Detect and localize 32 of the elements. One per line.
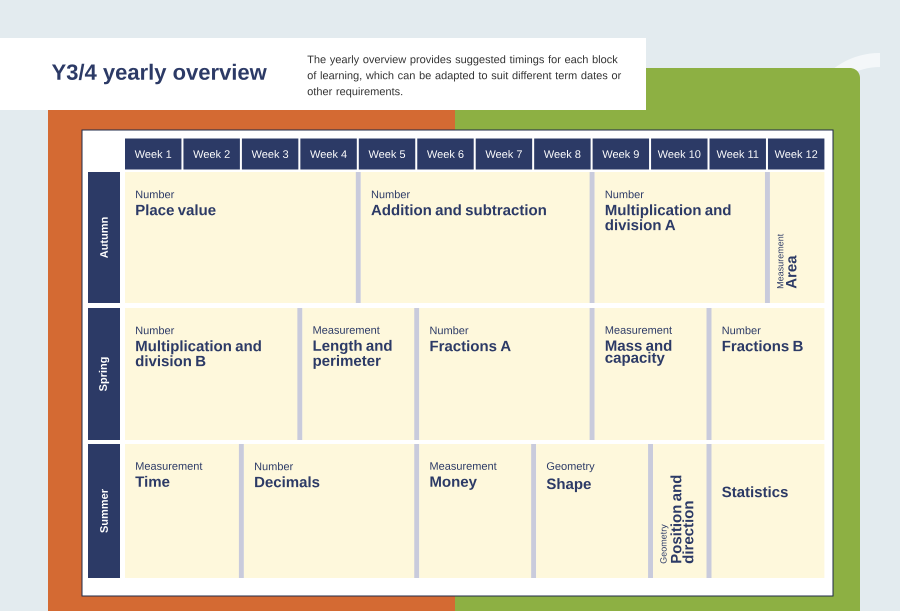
week-header: Week 2 [183, 138, 240, 170]
week-header: Week 9 [592, 138, 650, 170]
learning-block: Measurement Time [125, 444, 240, 578]
week-header: Week 6 [417, 138, 474, 170]
learning-block: Geometry Position and direction [648, 444, 708, 578]
learning-block: Number Fractions A [414, 308, 591, 440]
learning-block: Number Decimals [238, 444, 416, 578]
title: Y3/4 yearly overview [52, 64, 267, 84]
week-header: Week 3 [242, 138, 298, 170]
learning-block: Measurement Mass and capacity [590, 308, 708, 440]
term-label: Autumn [88, 172, 120, 303]
learning-block: Number Multiplication and division A [590, 172, 766, 303]
week-header: Week 7 [476, 138, 532, 170]
term-label: Spring [88, 308, 120, 440]
week-header: Week 10 [651, 138, 708, 170]
learning-block: Measurement Area [764, 172, 824, 303]
week-header: Week 1 [125, 138, 182, 170]
week-header: Week 4 [300, 138, 357, 170]
learning-block: Number Multiplication and division B [125, 308, 298, 440]
week-header: Week 5 [358, 138, 416, 170]
week-header: Week 11 [710, 138, 766, 170]
learning-block: Geometry Shape [531, 444, 650, 578]
learning-block: Number Addition and subtraction [356, 172, 591, 303]
learning-block: Number Place value [125, 172, 357, 303]
week-header: Week 8 [534, 138, 591, 170]
learning-block: Number Fractions B [706, 308, 824, 440]
term-label: Summer [88, 444, 120, 578]
week-header: Week 12 [768, 138, 824, 170]
learning-block: Measurement Length and perimeter [297, 308, 416, 440]
description-text: The yearly overview provides suggested timings for each block of learning, which can be adapted to suit different term dates or other requirements. [307, 55, 622, 98]
learning-block: Statistics [706, 444, 824, 578]
learning-block: Measurement Money [414, 444, 532, 578]
